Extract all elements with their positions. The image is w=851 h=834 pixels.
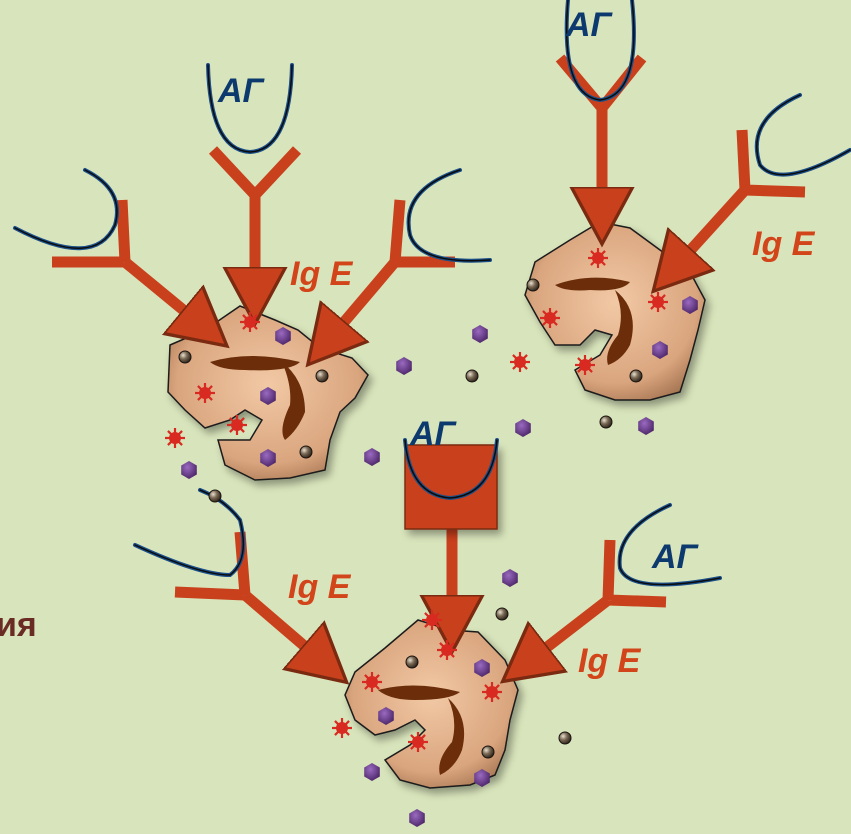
granule-purple — [472, 325, 488, 343]
cut-off-text: ия — [0, 606, 37, 644]
granule-red — [482, 682, 502, 702]
granule-dark — [559, 732, 571, 744]
granule-dark — [209, 490, 221, 502]
granule-purple — [409, 809, 425, 827]
ige-arrow-right-cell-top — [560, 58, 642, 222]
ige-arrow-left-cell-top — [213, 150, 297, 302]
antigen-label-bottom-right: АГ — [651, 538, 700, 576]
crosslinked-receptor-block — [405, 445, 497, 529]
granule-purple — [515, 419, 531, 437]
granule-purple — [364, 448, 380, 466]
granule-red — [362, 672, 382, 692]
granule-red — [195, 383, 215, 403]
ige-arrow-left-cell-left — [52, 200, 210, 332]
granule-red — [240, 312, 260, 332]
granule-red — [510, 352, 530, 372]
ige-label-right-cell: Ig E — [752, 225, 816, 263]
granule-dark — [406, 656, 418, 668]
mast-cell-right — [525, 222, 705, 400]
granule-purple — [502, 569, 518, 587]
granule-dark — [316, 370, 328, 382]
antigen-arc-bottom-left — [135, 490, 243, 575]
granule-dark — [466, 370, 478, 382]
granule-red — [422, 610, 442, 630]
granule-red — [165, 428, 185, 448]
antigen-arc-left-left — [15, 170, 117, 248]
granule-dark — [179, 351, 191, 363]
granule-dark — [482, 746, 494, 758]
granule-red — [648, 292, 668, 312]
granule-red — [437, 640, 457, 660]
ige-label-left-cell: Ig E — [290, 255, 354, 293]
ige-label-bottom-right: Ig E — [578, 642, 642, 680]
antigen-label-center: АГ — [409, 415, 458, 453]
antigen-label-right-top: АГ — [565, 6, 614, 44]
mast-cell-bottom — [345, 620, 518, 788]
ige-receptors — [52, 58, 805, 668]
ige-label-bottom-left: Ig E — [288, 568, 352, 606]
antigen-arc-right-right — [757, 95, 850, 175]
granule-purple — [181, 461, 197, 479]
granule-dark — [496, 608, 508, 620]
granule-purple — [364, 763, 380, 781]
granule-red — [227, 415, 247, 435]
granule-red — [575, 355, 595, 375]
granule-red — [540, 308, 560, 328]
granule-purple — [396, 357, 412, 375]
granule-dark — [527, 279, 539, 291]
granule-dark — [300, 446, 312, 458]
antigen-arc-left-right — [409, 170, 490, 261]
granule-purple — [638, 417, 654, 435]
antigen-label-left-top: АГ — [217, 72, 266, 110]
granule-red — [588, 248, 608, 268]
granule-dark — [630, 370, 642, 382]
granule-dark — [600, 416, 612, 428]
granule-red — [408, 732, 428, 752]
granule-red — [332, 718, 352, 738]
